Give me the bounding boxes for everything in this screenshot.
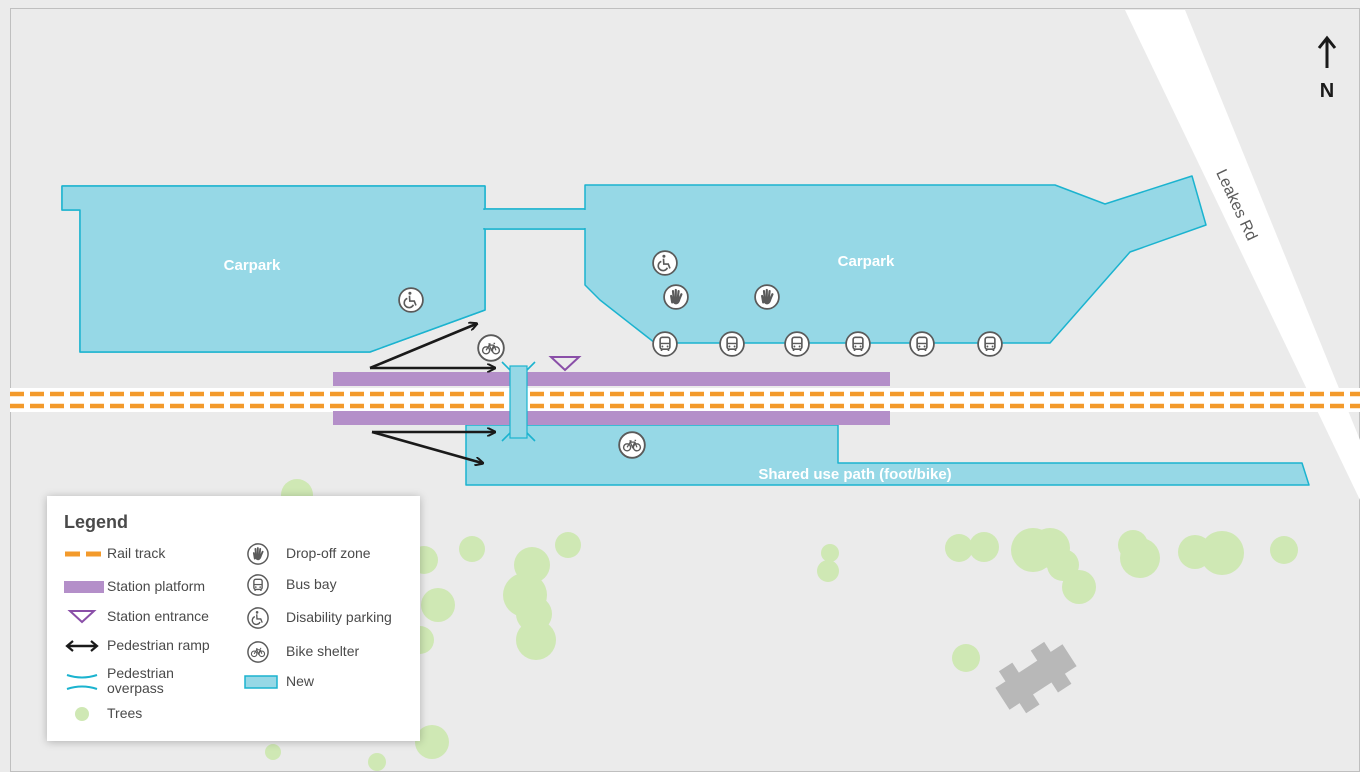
bike-shelter-icon (477, 334, 505, 362)
disability-parking-icon (398, 287, 424, 313)
station-platform-south (333, 411, 890, 425)
tree-symbol (75, 707, 89, 721)
pedestrian-ramps (369, 324, 494, 463)
north-label: N (1320, 80, 1334, 102)
legend-label: Station entrance (107, 608, 209, 624)
legend-label: Pedestrian ramp (107, 637, 210, 653)
rail-corridor (10, 388, 1360, 412)
trees (265, 479, 1298, 771)
legend-label: Drop-off zone (286, 545, 371, 561)
drop-off-zone-icon (247, 543, 269, 565)
platform-symbol (64, 581, 104, 593)
new-area-symbol (244, 675, 278, 689)
ramp-symbol (65, 640, 99, 652)
disability-parking-icon (247, 607, 269, 629)
carpark-east-label: Carpark (838, 253, 895, 270)
bus-bay-icon (652, 331, 678, 357)
legend-label: Disability parking (286, 609, 392, 625)
legend-panel: Legend Rail track Station platform Stati… (47, 496, 420, 741)
bus-bay-icon (247, 574, 269, 596)
bus-bay-icon (784, 331, 810, 357)
road-leakes-rd (1125, 10, 1360, 500)
station-platform-north (333, 372, 890, 386)
bike-shelter-icon (247, 641, 269, 663)
legend-label: Trees (107, 705, 143, 721)
carpark-west-label: Carpark (224, 257, 281, 274)
legend-label: Rail track (107, 545, 166, 561)
legend-label: New (286, 673, 315, 689)
legend-label: Bike shelter (286, 643, 360, 659)
disability-parking-icon (652, 250, 678, 276)
shared-use-path-label: Shared use path (foot/bike) (758, 466, 951, 483)
overpass-symbol (66, 674, 98, 690)
building (995, 641, 1077, 714)
legend-title: Legend (64, 512, 129, 532)
carpark-west-link (483, 208, 587, 230)
bus-bay-icon (845, 331, 871, 357)
entrance-symbol (67, 610, 97, 624)
legend-label: Bus bay (286, 576, 337, 592)
drop-off-zone-icon (663, 284, 689, 310)
bus-bay-icon (719, 331, 745, 357)
pedestrian-overpass (501, 361, 536, 442)
carpark-east (584, 175, 1207, 344)
legend-label: Pedestrian overpass (107, 665, 174, 696)
bike-shelter-icon (618, 431, 646, 459)
bus-bay-icon (977, 331, 1003, 357)
north-arrow-icon (1317, 35, 1337, 68)
station-entrance (548, 356, 582, 372)
legend-label: Station platform (107, 578, 206, 594)
drop-off-zone-icon (754, 284, 780, 310)
rail-track-symbol (65, 551, 103, 557)
bus-bay-icon (909, 331, 935, 357)
